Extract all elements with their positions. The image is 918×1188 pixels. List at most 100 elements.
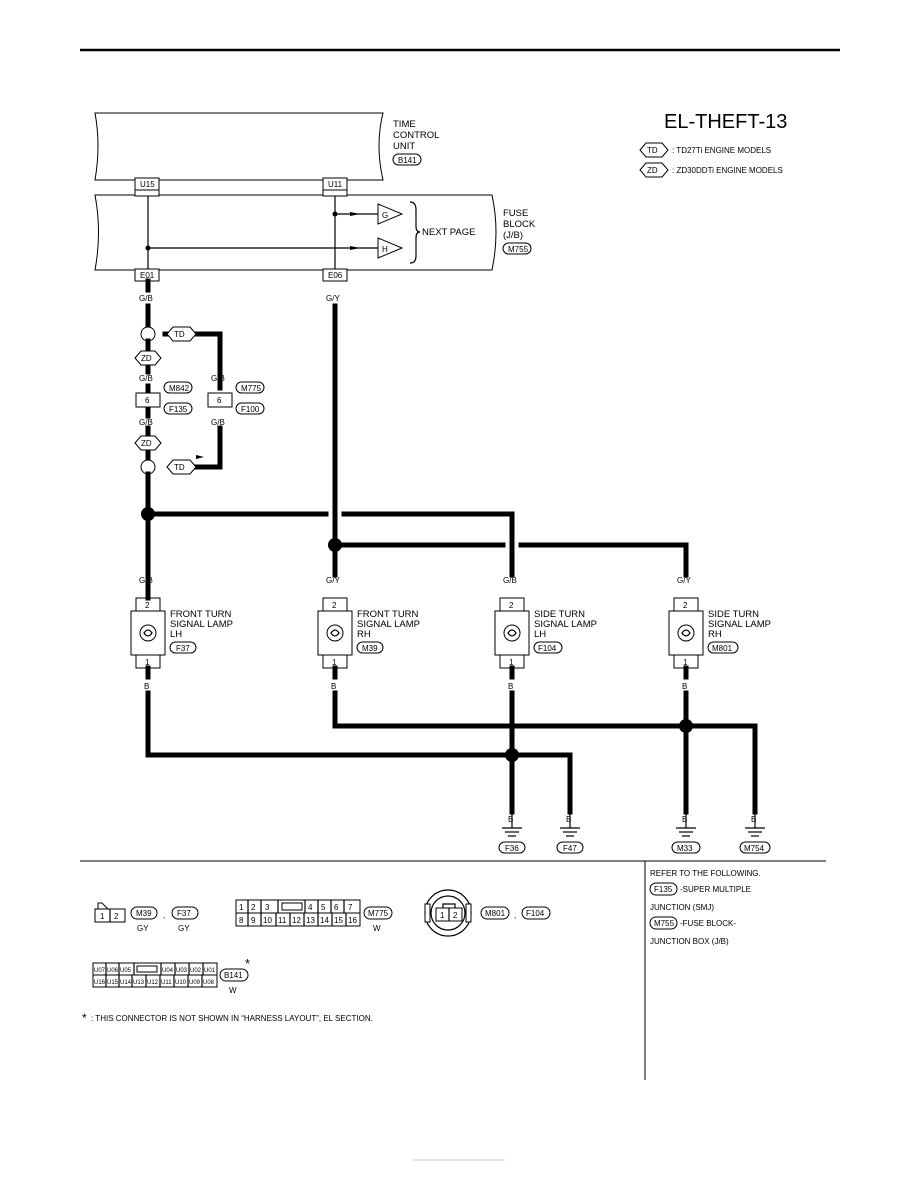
svg-text:GY: GY (178, 924, 190, 933)
smj-right-conn-a: M775 (241, 384, 262, 393)
svg-text:1: 1 (100, 912, 105, 921)
fb-pin-e01: E01 (140, 271, 155, 280)
svg-text:*: * (245, 956, 250, 971)
tcu-connector-badge (392, 153, 422, 166)
svg-text:14: 14 (320, 916, 329, 925)
wire-gb-3: G/B (139, 418, 153, 427)
td-badge-top (166, 326, 197, 342)
svg-text:U16: U16 (94, 980, 106, 986)
wiring: G/B G/Y (139, 278, 758, 815)
svg-text:6: 6 (334, 903, 339, 912)
zd-badge-bottom (134, 435, 162, 451)
svg-text:F104: F104 (526, 909, 545, 918)
tcu-pin-u15-label: U15 (140, 180, 155, 189)
fb-label-3: (J/B) (503, 230, 523, 241)
svg-text:G/B: G/B (503, 576, 517, 585)
lamp-front-lh: G/B 2 1 FRONT TURN SIGNAL LAMP LH F37 B (130, 572, 233, 691)
svg-text:U06: U06 (107, 968, 119, 974)
tcu-label-1: TIME (393, 119, 416, 130)
svg-text:G/Y: G/Y (677, 576, 691, 585)
connector-view-3: 1 2 M801 , F104 (424, 889, 551, 937)
smj-left-pin: 6 (145, 396, 150, 405)
svg-text:-SUPER MULTIPLE: -SUPER MULTIPLE (680, 885, 751, 894)
svg-text:U04: U04 (162, 968, 174, 974)
wire-gy-top: G/Y (326, 294, 340, 303)
wire-gb-2: G/B (139, 374, 153, 383)
svg-text:B: B (508, 815, 513, 824)
svg-text:G/Y: G/Y (326, 576, 340, 585)
connector-view-2: 1 2 3 4 5 6 7 8 9 10 11 12 13 14 15 16 M… (235, 899, 393, 933)
ground-icon: B F47 (556, 812, 584, 854)
fb-connector: M755 (508, 245, 529, 254)
svg-text:M775: M775 (368, 909, 389, 918)
footnote-star: * (82, 1011, 87, 1025)
svg-text:W: W (229, 986, 237, 995)
svg-text:W: W (373, 924, 381, 933)
svg-text:U09: U09 (189, 980, 201, 986)
tcu-connector: B141 (398, 156, 417, 165)
refer-section: REFER TO THE FOLLOWING. F135 -SUPER MULT… (649, 869, 761, 946)
svg-text:16: 16 (348, 916, 357, 925)
svg-text:B141: B141 (224, 971, 243, 980)
svg-text:LH: LH (534, 629, 546, 640)
td-top: TD (174, 330, 185, 339)
svg-text:U10: U10 (175, 980, 187, 986)
time-control-unit: TIME CONTROL UNIT B141 U15 U11 (94, 112, 439, 191)
grounds: B F36 B F47 B M33 B (498, 812, 771, 854)
lamp-front-rh: G/Y 2 1 FRONT TURN SIGNAL LAMP RH M39 B (317, 576, 420, 691)
lamp-side-lh: G/B 2 1 SIDE TURN SIGNAL LAMP LH F104 B (494, 576, 597, 691)
svg-text:M39: M39 (136, 909, 152, 918)
svg-text:2: 2 (453, 911, 458, 920)
svg-text:M801: M801 (485, 909, 506, 918)
zd-top: ZD (141, 354, 152, 363)
svg-text:U02: U02 (190, 968, 202, 974)
legend-td-badge (639, 142, 669, 158)
svg-text:1: 1 (683, 658, 688, 667)
svg-text:B: B (682, 815, 687, 824)
svg-text:B: B (751, 815, 756, 824)
next-page-label: NEXT PAGE (422, 227, 476, 238)
arrow-g-icon (377, 203, 404, 225)
svg-text:B: B (566, 815, 571, 824)
smj-connectors: G/B 6 M842 F135 G/B G/B 6 M775 F100 G/B (135, 374, 265, 427)
tcu-pin-u11-label: U11 (328, 180, 343, 189)
svg-text:JUNCTION BOX (J/B): JUNCTION BOX (J/B) (650, 937, 729, 946)
svg-text:U15: U15 (107, 980, 119, 986)
svg-text:1: 1 (440, 911, 445, 920)
svg-text:12: 12 (292, 916, 301, 925)
smj-left-conn-b: F135 (169, 405, 188, 414)
svg-text:U05: U05 (120, 968, 132, 974)
ground-m754: M754 (744, 844, 765, 853)
svg-text:,: , (514, 911, 516, 920)
svg-text:U13: U13 (133, 980, 145, 986)
svg-text:U07: U07 (94, 968, 106, 974)
svg-text:1: 1 (332, 658, 337, 667)
svg-text:11: 11 (278, 916, 287, 925)
connector-view-1: 1 2 M39 , F37 GY GY (94, 902, 199, 933)
wire-gb-4: G/B (211, 374, 225, 383)
lamp-bulb-icon (139, 624, 157, 642)
svg-text:9: 9 (251, 916, 256, 925)
zd-bottom: ZD (141, 439, 152, 448)
legend: TD : TD27Ti ENGINE MODELS ZD : ZD30DDTi … (639, 142, 783, 178)
legend-zd-badge (639, 162, 669, 178)
legend-zd-code: ZD (647, 166, 658, 175)
svg-text:5: 5 (321, 903, 326, 912)
fuse-block: G H NEXT PAGE FUSE BLOCK (J/B) M755 E01 … (94, 189, 536, 282)
legend-td-text: : TD27Ti ENGINE MODELS (672, 146, 771, 155)
svg-text:M801: M801 (712, 644, 733, 653)
wire-gb-5: G/B (211, 418, 225, 427)
td-bottom: TD (174, 463, 185, 472)
svg-text:RH: RH (357, 629, 371, 640)
svg-text:U14: U14 (120, 980, 132, 986)
svg-text:2: 2 (145, 601, 150, 610)
svg-text:U12: U12 (147, 980, 159, 986)
svg-text:RH: RH (708, 629, 722, 640)
svg-text:U08: U08 (203, 980, 215, 986)
arrow-h-icon (377, 237, 404, 259)
legend-zd-text: : ZD30DDTi ENGINE MODELS (672, 166, 783, 175)
svg-text:SIGNAL LAMP: SIGNAL LAMP (534, 619, 597, 630)
legend-td-code: TD (647, 146, 658, 155)
td-badge-bottom (166, 459, 197, 475)
